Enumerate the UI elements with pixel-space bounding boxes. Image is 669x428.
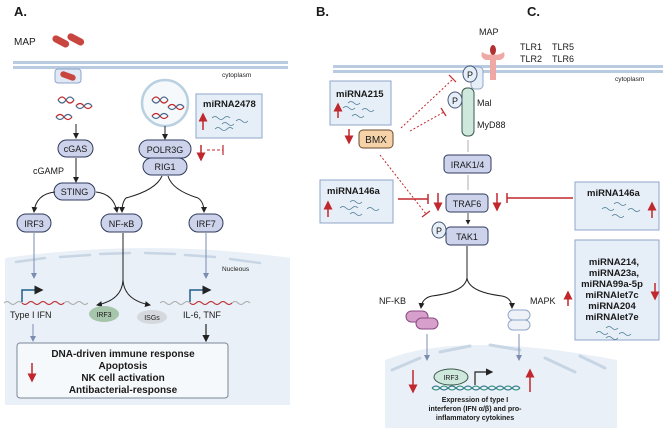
- outcome-2: Apoptosis: [99, 361, 148, 372]
- myd88-adapter: P: [447, 87, 475, 137]
- isgs-label: ISGs: [144, 315, 160, 322]
- svg-text:TAK1: TAK1: [456, 232, 478, 242]
- mirna146a-label-left: miRNA146a: [327, 186, 381, 197]
- svg-text:RIG1: RIG1: [154, 162, 175, 172]
- panel-b-label: B.: [316, 4, 329, 19]
- outcome-3: NK cell activation: [81, 373, 164, 384]
- mirna-list-item: miRNA23a,: [589, 268, 639, 279]
- tlr2-label: TLR2: [520, 54, 542, 64]
- panel-a-label: A.: [14, 4, 27, 19]
- type1ifn-label: Type I IFN: [10, 310, 52, 320]
- svg-text:IRF7: IRF7: [196, 219, 216, 229]
- mapk-complex-icon: [507, 309, 531, 331]
- nfkb-complex-icon: [405, 310, 439, 330]
- tlr-receptor-icon: [481, 45, 505, 80]
- svg-text:P: P: [467, 70, 473, 80]
- mirna-list-item: miRNA204: [588, 301, 636, 312]
- mirna146a-box-left: miRNA146a: [319, 179, 394, 224]
- node-cgas: cGAS: [57, 139, 94, 158]
- mirna146a-box-right: miRNA146a: [574, 181, 660, 231]
- bmx-inhibition-3: [379, 154, 427, 215]
- map-label-a: MAP: [14, 37, 36, 48]
- gene-dna-icon: [431, 368, 521, 391]
- tlr5-label: TLR5: [552, 42, 574, 52]
- p-node-top: P: [462, 65, 484, 90]
- gene-type1ifn-icon: [3, 285, 89, 305]
- bmx-inhibition-1: [400, 78, 454, 129]
- nucleus-label: Nucleous: [222, 266, 250, 273]
- mirna146a-label-right: miRNA146a: [587, 188, 641, 199]
- bacterium-icon: [60, 71, 76, 81]
- mirna-strands-icon: [342, 101, 375, 118]
- expression-text-1: Expression of type I: [442, 397, 509, 404]
- cell-membrane-a: [13, 61, 288, 69]
- bacteria-icon: [52, 33, 85, 48]
- node-traf6: TRAF6: [445, 193, 489, 213]
- myd88-label: MyD88: [477, 120, 506, 130]
- mirna-strands-icon: [339, 200, 380, 216]
- node-irak14: IRAK1/4: [443, 154, 492, 174]
- expression-text-3: inflammatory cytokines: [436, 415, 514, 422]
- tlr6-label: TLR6: [552, 54, 574, 64]
- outcome-1: DNA-driven immune response: [51, 349, 195, 360]
- svg-text:NF-κB: NF-κB: [109, 219, 135, 229]
- cgamp-label: cGAMP: [33, 166, 64, 176]
- mirna-list-item: miRNAlet7c: [585, 290, 638, 301]
- nuclear-envelope-a: [14, 251, 262, 265]
- svg-text:P: P: [436, 226, 442, 236]
- mapk-label: MAPK: [530, 296, 556, 306]
- p-label: P: [452, 96, 458, 106]
- isgs-icon: [137, 310, 167, 324]
- map-label-c: MAP: [479, 27, 499, 37]
- svg-text:TRAF6: TRAF6: [453, 199, 482, 209]
- irf3-label-b: IRF3: [443, 375, 458, 382]
- mal-label: Mal: [477, 98, 492, 108]
- node-irf7: IRF7: [188, 213, 224, 233]
- node-nfkb: NF-κB: [100, 213, 143, 233]
- svg-text:STING: STING: [61, 187, 89, 197]
- panel-c-label: C.: [527, 4, 540, 19]
- node-rig1: RIG1: [142, 157, 188, 176]
- mirna-strands-icon: [601, 202, 641, 218]
- nfkb-label-b: NF-KB: [379, 296, 406, 306]
- svg-text:IRAK1/4: IRAK1/4: [451, 160, 485, 170]
- svg-text:cGAS: cGAS: [64, 144, 88, 154]
- svg-text:IRF3: IRF3: [24, 219, 44, 229]
- irf3-transcription-factor: [433, 368, 469, 386]
- expression-text-2: interferon (IFN α/β) and pro-: [429, 406, 523, 413]
- node-polr3g: POLR3G: [138, 139, 192, 159]
- mirna-list-item: miRNAlet7e: [585, 312, 638, 323]
- node-tak1: TAK1 P: [431, 221, 489, 246]
- tlr1-label: TLR1: [520, 42, 542, 52]
- outcome-box: DNA-driven immune response Apoptosis NK …: [16, 342, 229, 399]
- gene-il6-tnf-icon: [159, 285, 251, 305]
- mirna-list-box: miRNA214, miRNA23a, miRNA99a-5p miRNAlet…: [574, 239, 660, 341]
- irf3-faded-label: IRF3: [96, 312, 111, 319]
- mirna215-label: miRNA215: [336, 89, 384, 100]
- outcome-4: Antibacterial-response: [69, 385, 178, 396]
- node-bmx: BMX: [358, 129, 394, 149]
- mirna2478-box: miRNA2478: [195, 93, 263, 139]
- node-irf3: IRF3: [16, 213, 52, 233]
- cytoplasm-label-a: cytoplasm: [222, 72, 251, 79]
- il6-tnf-label: IL-6, TNF: [183, 310, 221, 320]
- cytoplasm-label-c: cytoplasm: [615, 76, 644, 83]
- dna-fragments-icon: [55, 96, 93, 121]
- mirna-strands-icon: [211, 116, 249, 131]
- mirna2478-label: miRNA2478: [203, 99, 256, 110]
- mirna-list-item: miRNA214,: [589, 257, 639, 268]
- mirna-list-item: miRNA99a-5p: [581, 279, 643, 290]
- mirna-strands-icon: [595, 326, 632, 340]
- node-sting: STING: [53, 182, 96, 201]
- cell-membrane-b: [333, 65, 663, 73]
- vesicle-dna-icon: [151, 96, 185, 120]
- irf3-faded-icon: [89, 306, 119, 322]
- bmx-inhibition-2: [409, 111, 445, 132]
- svg-text:BMX: BMX: [365, 135, 387, 146]
- nuclear-envelope-b: [390, 343, 607, 374]
- mirna215-box: miRNA215: [329, 80, 392, 126]
- svg-text:POLR3G: POLR3G: [147, 145, 184, 155]
